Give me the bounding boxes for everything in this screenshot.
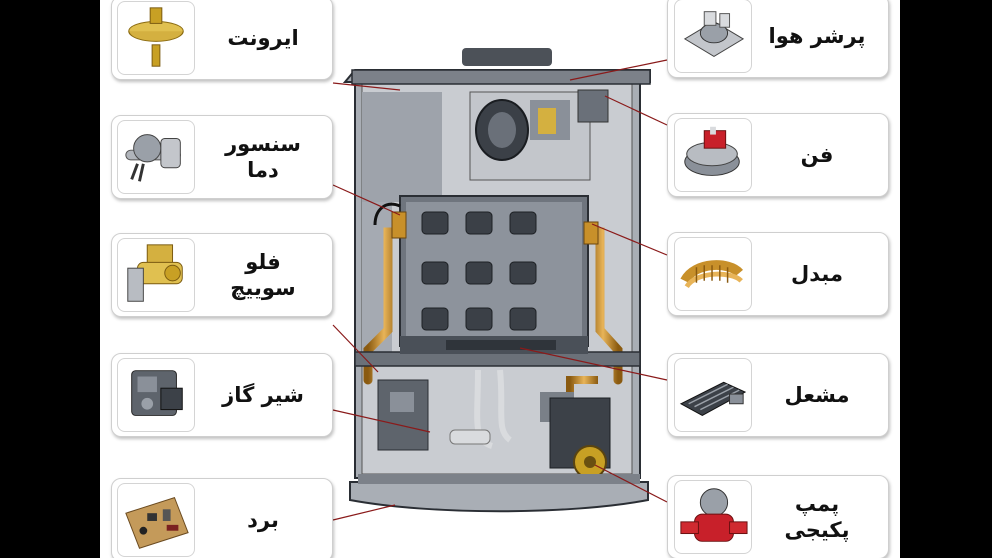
pump-label-line1: پمپ [794, 491, 840, 516]
label-gas-valve: شیر گاز [111, 353, 333, 437]
air-pressure-switch-icon [674, 0, 752, 73]
boiler-burner-shelf [354, 336, 641, 367]
burner-icon [674, 358, 752, 432]
label-pump: پمپ پکیجی [667, 475, 889, 558]
diagram-canvas: ایرونت سنسور دما فلو سوییچ [100, 0, 900, 558]
pump-label-line2: پکیجی [784, 518, 850, 542]
temp-sensor-icon [117, 120, 195, 194]
pump-icon [674, 480, 752, 554]
fan-label: فن [800, 142, 834, 167]
board-icon [117, 483, 195, 557]
burner-label: مشعل [784, 382, 850, 407]
gas-valve-label: شیر گاز [222, 382, 304, 407]
label-flow-switch: فلو سوییچ [111, 233, 333, 317]
boiler-cutaway-diagram [332, 48, 668, 521]
temp-sensor-label-line2: دما [247, 158, 279, 182]
temp-sensor-label-line1: سنسور [225, 131, 301, 156]
board-label: برد [247, 507, 279, 532]
label-heat-exchanger: مبدل [667, 232, 889, 316]
leader-lines [332, 59, 668, 521]
boiler-base [349, 474, 649, 513]
air-pressure-label: پرشر هوا [768, 23, 866, 48]
boiler-lower-components [377, 369, 611, 479]
label-fan: فن [667, 113, 889, 197]
flow-switch-label-line2: سوییچ [230, 276, 296, 300]
flow-switch-label-line1: فلو [245, 249, 281, 274]
boiler-fan-housing [469, 89, 609, 181]
label-airvent: ایرونت [111, 0, 333, 80]
flow-switch-icon [117, 238, 195, 312]
airvent-icon [117, 1, 195, 75]
gas-valve-icon [117, 358, 195, 432]
heat-exchanger-icon [674, 237, 752, 311]
airvent-label: ایرونت [227, 25, 299, 50]
boiler-heat-exchanger-block [399, 195, 589, 347]
label-board: برد [111, 478, 333, 558]
label-burner: مشعل [667, 353, 889, 437]
heat-exchanger-label: مبدل [791, 261, 843, 286]
label-air-pressure: پرشر هوا [667, 0, 889, 78]
fan-icon [674, 118, 752, 192]
label-temp-sensor: سنسور دما [111, 115, 333, 199]
